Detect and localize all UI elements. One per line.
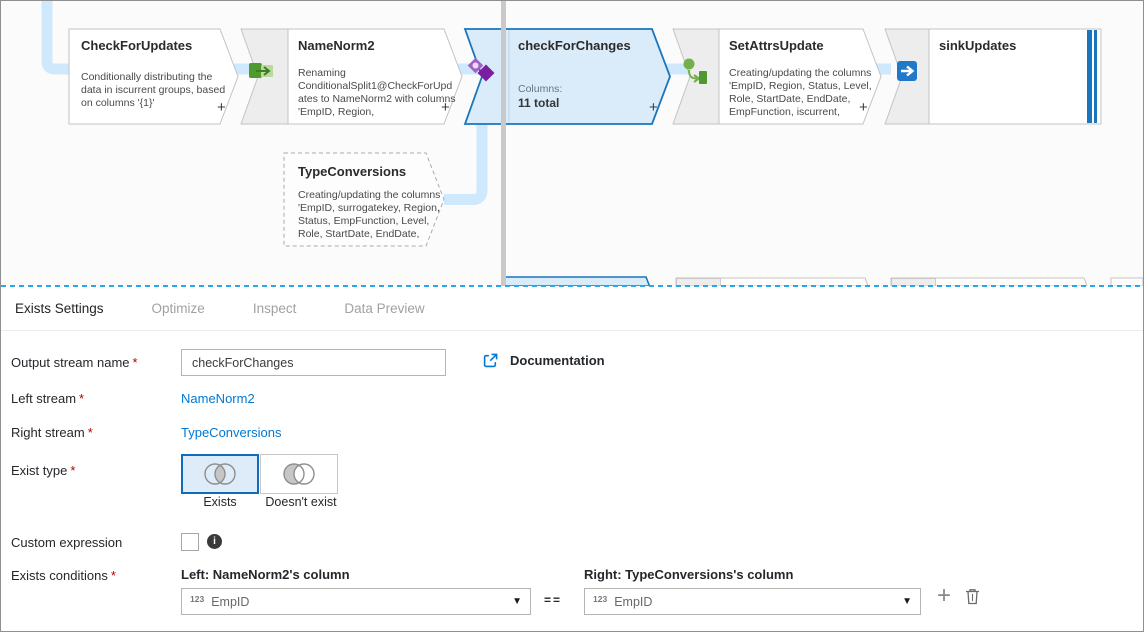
add-condition-button[interactable]: + <box>937 582 952 609</box>
exists-conditions-label: Exists conditions* <box>11 568 116 583</box>
select-transform-icon <box>249 63 273 78</box>
add-node-button[interactable]: + <box>859 99 868 116</box>
tab-exists-settings[interactable]: Exists Settings <box>15 301 104 316</box>
left-column-dropdown[interactable]: 123 EmpID ▼ <box>181 588 531 615</box>
panel-tabs: Exists Settings Optimize Inspect Data Pr… <box>1 287 1143 331</box>
right-column-dropdown[interactable]: 123 EmpID ▼ <box>584 588 921 615</box>
custom-expression-checkbox[interactable] <box>181 533 199 551</box>
settings-panel: Exists Settings Optimize Inspect Data Pr… <box>1 287 1143 631</box>
output-stream-label: Output stream name* <box>11 355 138 370</box>
exist-type-doesnt-exist-button[interactable] <box>260 454 338 494</box>
documentation-label: Documentation <box>510 353 605 368</box>
tab-data-preview[interactable]: Data Preview <box>344 301 425 316</box>
exist-type-exists-button[interactable] <box>181 454 259 494</box>
tab-inspect[interactable]: Inspect <box>252 301 297 316</box>
doesnt-exist-option-label: Doesn't exist <box>265 495 337 509</box>
dataflow-canvas[interactable]: CheckForUpdates Conditionally distributi… <box>1 1 1143 286</box>
documentation-link[interactable]: Documentation <box>483 353 605 368</box>
node-setattrsupdate[interactable] <box>672 28 882 125</box>
tab-optimize[interactable]: Optimize <box>151 301 205 316</box>
venn-doesnt-exist-icon <box>283 463 315 485</box>
right-stream-label: Right stream* <box>11 425 93 440</box>
output-stream-input[interactable] <box>181 349 446 376</box>
exists-option-label: Exists <box>203 495 237 509</box>
left-stream-link[interactable]: NameNorm2 <box>181 391 255 406</box>
panel-separator-dashed[interactable] <box>1 285 1143 287</box>
integer-type-icon: 123 <box>190 593 205 604</box>
info-icon[interactable]: i <box>207 534 222 549</box>
trash-icon <box>966 589 979 605</box>
node-checkforupdates[interactable] <box>68 28 239 125</box>
node-namenorm2[interactable] <box>240 28 463 125</box>
node-sinkupdates[interactable] <box>884 28 1102 125</box>
equals-operator: == <box>544 593 563 607</box>
external-link-icon <box>483 353 498 368</box>
canvas-pane-divider <box>501 1 506 286</box>
right-stream-link[interactable]: TypeConversions <box>181 425 282 440</box>
add-node-button[interactable]: + <box>441 99 450 116</box>
right-condition-header: Right: TypeConversions's column <box>584 567 794 582</box>
derived-column-icon <box>683 58 707 84</box>
integer-type-icon: 123 <box>593 593 608 604</box>
sink-icon <box>897 61 917 81</box>
left-stream-label: Left stream* <box>11 391 85 406</box>
partial-nodes-bottom-row <box>503 276 1143 286</box>
add-node-button[interactable]: + <box>217 99 226 116</box>
add-node-button[interactable]: + <box>649 99 658 116</box>
node-typeconversions[interactable] <box>283 152 445 247</box>
stream-connectors <box>41 1 891 205</box>
required-marker: * <box>132 355 138 370</box>
left-condition-header: Left: NameNorm2's column <box>181 567 350 582</box>
left-column-value: EmpID <box>211 594 250 609</box>
node-checkforchanges[interactable] <box>463 28 671 125</box>
delete-condition-button[interactable] <box>965 588 980 610</box>
chevron-down-icon: ▼ <box>902 596 912 607</box>
right-column-value: EmpID <box>614 594 653 609</box>
custom-expression-label: Custom expression <box>11 535 123 550</box>
chevron-down-icon: ▼ <box>512 596 522 607</box>
canvas-shapes <box>41 1 1143 286</box>
venn-exists-icon <box>204 463 236 485</box>
exist-type-label: Exist type* <box>11 463 76 478</box>
